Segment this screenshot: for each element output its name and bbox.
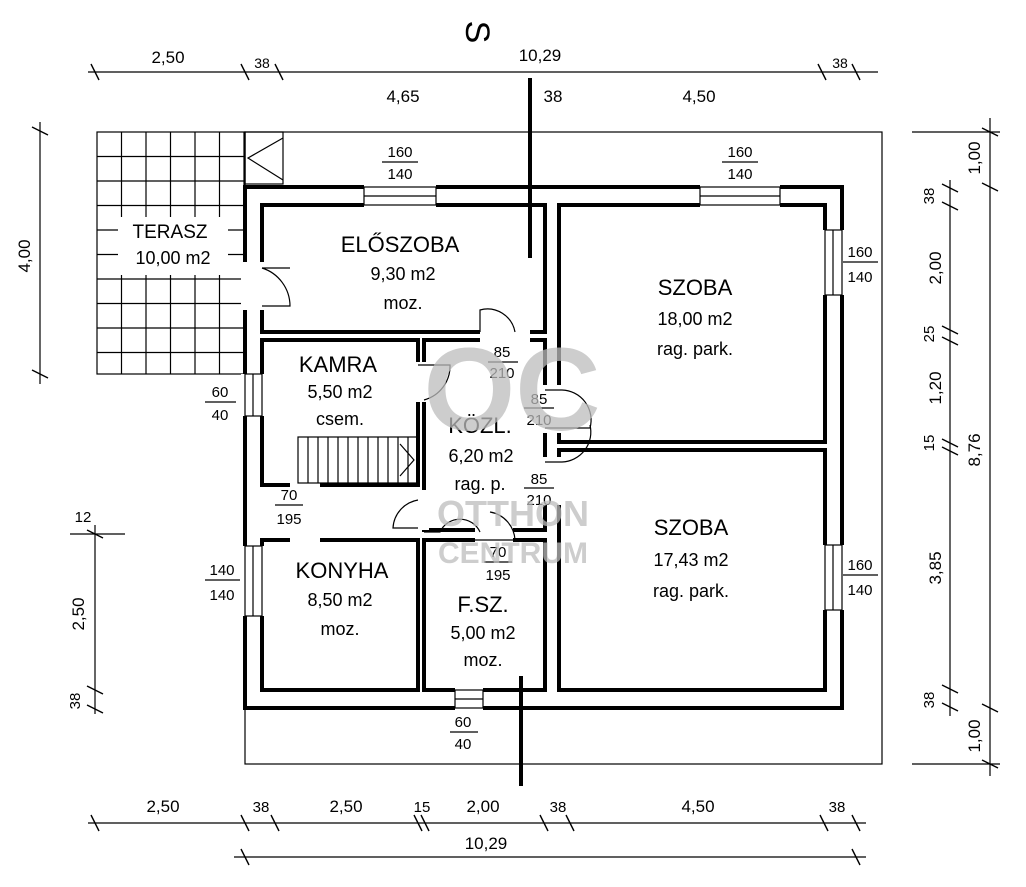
room-szoba-2	[557, 448, 827, 692]
dim-bottom-1029: 10,29	[465, 834, 508, 853]
dim-top-250: 2,50	[151, 48, 184, 67]
dim-top-38a: 38	[254, 55, 270, 71]
fsz-area: 5,00 m2	[450, 623, 515, 643]
dim-top-450: 4,50	[682, 87, 715, 106]
kamra-name: KAMRA	[299, 352, 378, 377]
dim-bottom-250a: 2,50	[146, 797, 179, 816]
dim-right-38a: 38	[921, 188, 938, 205]
dim-left-12: 12	[75, 509, 92, 526]
door-szoba1-h: 210	[526, 412, 551, 429]
door-fsz-h: 195	[485, 567, 510, 584]
dim-bottom-38a: 38	[253, 799, 270, 816]
room-szoba-1	[557, 203, 827, 444]
kamra-area: 5,50 m2	[307, 382, 372, 402]
dim-bottom-200: 2,00	[466, 797, 499, 816]
dim-top-38c: 38	[544, 87, 563, 106]
eloszoba-name: ELŐSZOBA	[341, 232, 460, 257]
konyha-name: KONYHA	[296, 558, 389, 583]
terrace-area: 10,00 m2	[135, 248, 210, 268]
right-window-bottom-h: 140	[847, 582, 872, 599]
dim-top-38b: 38	[832, 55, 848, 71]
fsz-name: F.SZ.	[457, 592, 508, 617]
kamra-window-w: 60	[212, 384, 229, 401]
door-konyha-w: 70	[281, 487, 298, 504]
kamra-floor: csem.	[316, 409, 364, 429]
szoba1-area: 18,00 m2	[657, 309, 732, 329]
top-left-window-h: 140	[387, 166, 412, 183]
fsz-window-h: 40	[455, 736, 472, 753]
right-window-bottom-w: 160	[847, 557, 872, 574]
kozl-area: 6,20 m2	[448, 446, 513, 466]
door-fsz-w: 70	[490, 544, 507, 561]
door-szoba2-h: 210	[526, 492, 551, 509]
kamra-window-h: 40	[212, 407, 229, 424]
eloszoba-area: 9,30 m2	[370, 264, 435, 284]
door-szoba2-w: 85	[531, 471, 548, 488]
dim-top-465: 4,65	[386, 87, 419, 106]
room-labels: ELŐSZOBA 9,30 m2 moz. KAMRA 5,50 m2 csem…	[296, 232, 733, 670]
stairs	[297, 436, 419, 484]
door-konyha-h: 195	[276, 511, 301, 528]
watermark-line1: OTTHON	[437, 493, 589, 534]
dim-bottom-38b: 38	[550, 799, 567, 816]
szoba2-area: 17,43 m2	[653, 550, 728, 570]
kozl-name: KÖZL.	[448, 413, 512, 438]
watermark-logo: OC	[424, 324, 601, 456]
watermark-line2: CENTRUM	[438, 537, 588, 570]
dim-left-250: 2,50	[69, 597, 88, 630]
dim-left-400: 4,00	[15, 239, 34, 272]
top-right-window-w: 160	[727, 144, 752, 161]
dim-right-120: 1,20	[926, 371, 945, 404]
dim-right-876: 8,76	[965, 433, 984, 466]
dim-bottom-15: 15	[414, 799, 431, 816]
top-left-window-w: 160	[387, 144, 412, 161]
dim-right-100a: 1,00	[965, 141, 984, 174]
szoba1-name: SZOBA	[658, 275, 733, 300]
terrace-name: TERASZ	[133, 222, 208, 243]
fsz-window-w: 60	[455, 714, 472, 731]
konyha-window-h: 140	[209, 587, 234, 604]
konyha-area: 8,50 m2	[307, 590, 372, 610]
konyha-floor: moz.	[320, 619, 359, 639]
watermark: OC OTTHON CENTRUM	[424, 324, 601, 570]
top-right-window-h: 140	[727, 166, 752, 183]
door-kozl-top-w: 85	[494, 344, 511, 361]
right-window-top-w: 160	[847, 244, 872, 261]
windows	[244, 186, 843, 709]
dim-bottom-38c: 38	[829, 799, 846, 816]
dim-bottom-250b: 2,50	[329, 797, 362, 816]
eloszoba-floor: moz.	[383, 293, 422, 313]
dim-bottom-450: 4,50	[681, 797, 714, 816]
fsz-floor: moz.	[463, 650, 502, 670]
dim-top-1029: 10,29	[519, 46, 562, 65]
section-mark: S	[458, 21, 496, 44]
konyha-window-w: 140	[209, 562, 234, 579]
dim-right-100b: 1,00	[965, 719, 984, 752]
kozl-floor: rag. p.	[454, 474, 505, 494]
szoba2-name: SZOBA	[654, 515, 729, 540]
doors	[261, 267, 592, 541]
dim-right-385: 3,85	[926, 551, 945, 584]
dimensions: 2,50 38 10,29 38 4,65 38 4,50 4,00 12 2,…	[15, 46, 1000, 866]
section-cut	[519, 78, 532, 786]
dim-right-38b: 38	[921, 692, 938, 709]
dim-right-15: 15	[921, 435, 938, 452]
right-window-top-h: 140	[847, 269, 872, 286]
dim-right-25: 25	[921, 326, 938, 343]
opening-labels: 160 140 160 140 160 140 160 140 60 40 14…	[205, 144, 878, 753]
terrace: TERASZ 10,00 m2	[96, 131, 284, 375]
szoba1-floor: rag. park.	[657, 339, 733, 359]
dim-left-38: 38	[67, 693, 84, 710]
dim-right-200: 2,00	[926, 251, 945, 284]
door-kozl-top-h: 210	[489, 365, 514, 382]
szoba2-floor: rag. park.	[653, 581, 729, 601]
door-szoba1-w: 85	[531, 391, 548, 408]
